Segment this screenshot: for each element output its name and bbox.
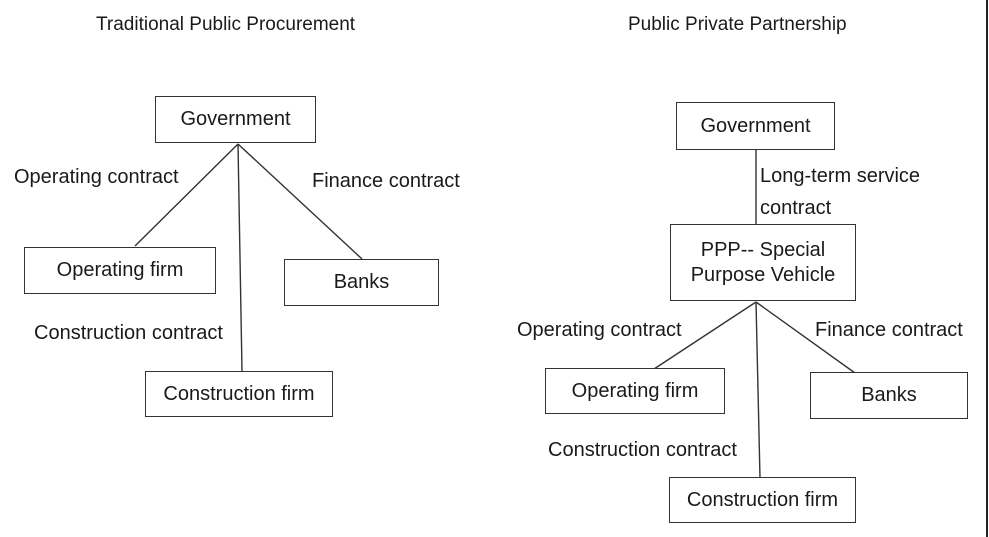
left-government-box: Government — [155, 96, 316, 143]
left-operating-contract-label: Operating contract — [14, 166, 179, 188]
right-operating-contract-label: Operating contract — [517, 319, 682, 341]
left-construction-contract-label: Construction contract — [34, 322, 223, 344]
right-government-box: Government — [676, 102, 835, 150]
right-line-operating — [653, 301, 757, 370]
left-banks-box: Banks — [284, 259, 439, 306]
right-construction-firm-box: Construction firm — [669, 477, 856, 523]
right-spv-line1: PPP-- Special — [700, 238, 826, 261]
right-line-construction — [755, 301, 761, 479]
right-spv-box: PPP-- Special Purpose Vehicle — [670, 224, 856, 301]
right-line-finance — [755, 301, 856, 374]
right-operating-firm-box: Operating firm — [545, 368, 725, 414]
left-finance-contract-label: Finance contract — [312, 170, 460, 192]
left-line-operating — [134, 143, 239, 247]
right-long-term-label-line2: contract — [760, 197, 832, 219]
right-long-term-label-line1: Long-term service — [760, 165, 921, 187]
left-construction-firm-box: Construction firm — [145, 371, 333, 417]
left-operating-firm-box: Operating firm — [24, 247, 216, 294]
right-spv-line2: Purpose Vehicle — [690, 263, 836, 286]
right-banks-box: Banks — [810, 372, 968, 419]
right-title: Public Private Partnership — [628, 14, 847, 35]
left-line-construction — [237, 143, 243, 372]
left-line-finance — [237, 143, 363, 260]
right-finance-contract-label: Finance contract — [815, 319, 963, 341]
left-title: Traditional Public Procurement — [96, 14, 356, 35]
right-construction-contract-label: Construction contract — [548, 439, 737, 461]
right-border — [986, 0, 988, 537]
